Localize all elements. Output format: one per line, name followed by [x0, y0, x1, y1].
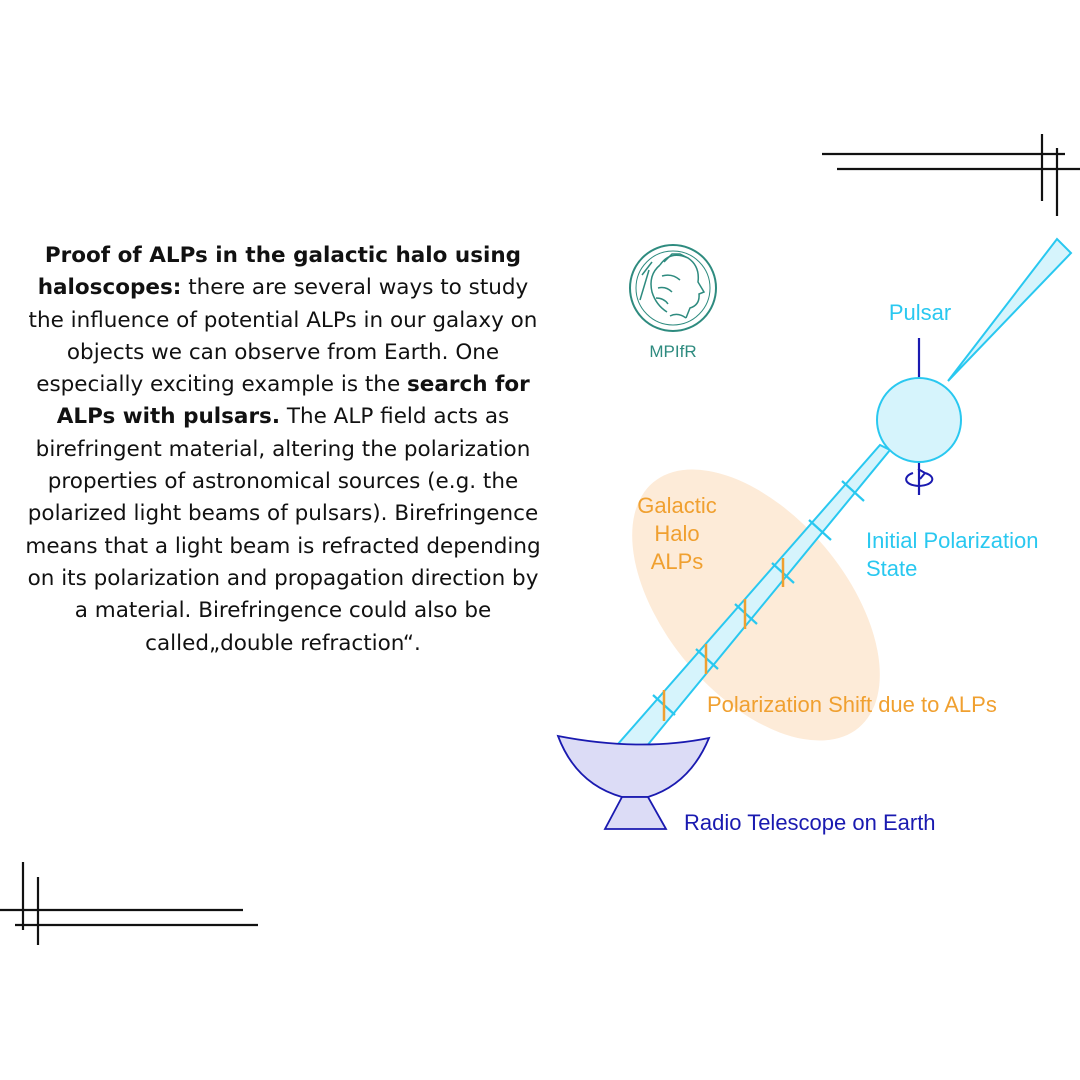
description-paragraph: Proof of ALPs in the galactic halo using…: [18, 240, 548, 660]
description-bold-mid: search for ALPs with pulsars.: [56, 372, 530, 430]
radio-telescope-base: [603, 796, 668, 830]
radio-telescope-dish: [556, 734, 711, 798]
pulsar-label: Pulsar: [889, 300, 951, 325]
description-text-a: there are several ways to study the infl…: [28, 275, 538, 398]
halo-label-line2: Halo: [654, 521, 699, 546]
polarization-shift-ticks: [662, 558, 785, 721]
initial-polarization-label-line2: State: [866, 556, 917, 581]
initial-polarization-ticks: [652, 480, 865, 716]
telescope-label: Radio Telescope on Earth: [684, 810, 936, 835]
halo-label-line3: ALPs: [651, 549, 704, 574]
polarization-shift-label: Polarization Shift due to ALPs: [707, 692, 997, 717]
mpifr-logo-text: MPIfR: [649, 342, 696, 361]
pulsar-upper-beam: [947, 237, 1073, 382]
halo-label-line1: Galactic: [637, 493, 716, 518]
mpifr-logo: MPIfR: [629, 244, 717, 361]
minerva-head-icon: [639, 253, 706, 319]
description-bold-lead: Proof of ALPs in the galactic halo using…: [37, 243, 522, 301]
corner-decoration-top-right: [822, 134, 1080, 216]
pulsar-circle: [876, 377, 962, 463]
rotation-arrow-icon: [905, 468, 934, 488]
initial-polarization-label-line1: Initial Polarization: [866, 528, 1038, 553]
description-text-b: The ALP field acts as birefringent mater…: [25, 404, 541, 656]
corner-decoration-bottom-left: [0, 862, 258, 945]
